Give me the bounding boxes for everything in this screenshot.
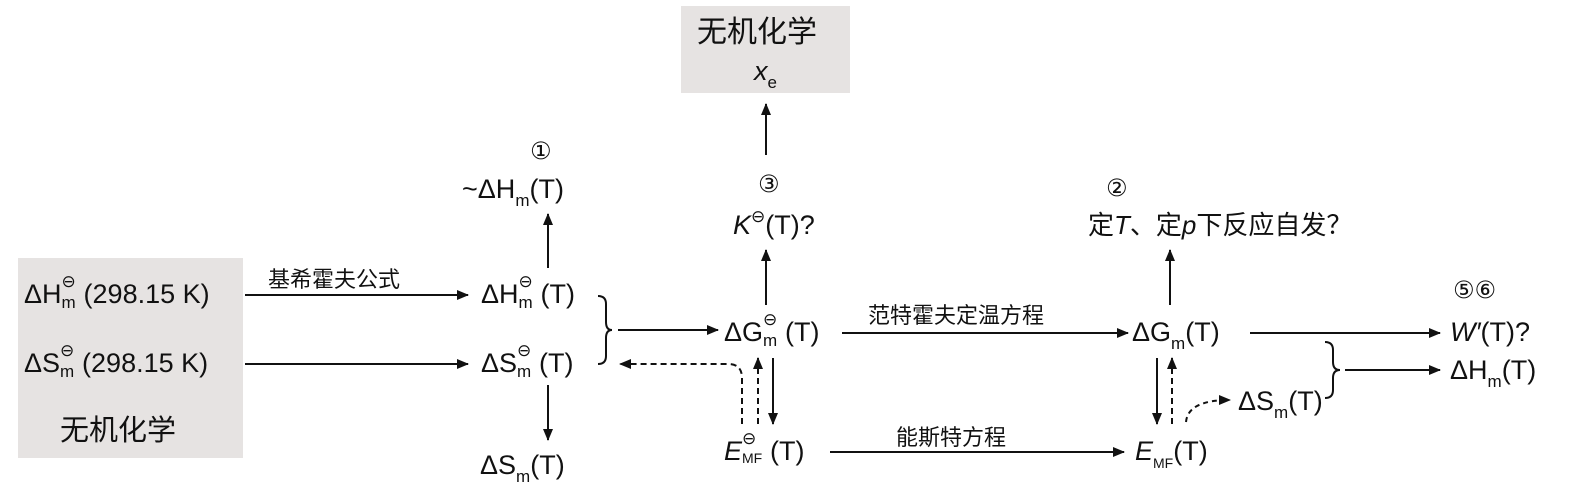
left-box — [18, 258, 243, 458]
circle-5-6: ⑤⑥ — [1453, 276, 1497, 304]
h-T-right-node: ΔHm(T) — [1450, 355, 1537, 391]
kirchhoff-label: 基希霍夫公式 — [268, 268, 401, 293]
s-T-bottom-node: ΔSm(T) — [480, 450, 565, 486]
circle-1: ① — [530, 137, 552, 165]
spontaneous-node: 定T、定p下反应自发？ — [1088, 210, 1353, 241]
g-T-node: ΔGm(T) — [1132, 317, 1220, 353]
s-T-mid-node: ΔSm(T) — [1238, 386, 1323, 422]
left-box-caption: 无机化学 — [60, 413, 177, 447]
arrow-dashed-to-s — [1185, 395, 1231, 423]
k-std-node: K⊖(T)? — [733, 207, 815, 240]
g-std-T-node: ΔG⊖m(T) — [724, 310, 820, 350]
brace-right — [1324, 341, 1341, 399]
top-box-xe: xe — [754, 56, 777, 92]
left-box-s-std: ΔS⊖m(298.15 K) — [24, 341, 209, 381]
s-std-T-node: ΔS⊖m(T) — [481, 341, 574, 381]
top-box — [681, 6, 850, 93]
e-std-T-node: E⊖MF(T) — [724, 429, 805, 466]
nernst-label: 能斯特方程 — [896, 426, 1007, 451]
brace-left — [597, 295, 613, 365]
approx-h-node: ~ΔHm(T) — [462, 174, 564, 210]
top-box-title: 无机化学 — [697, 15, 817, 50]
h-std-T-node: ΔH⊖m(T) — [481, 272, 576, 312]
e-T-node: EMF(T) — [1135, 436, 1208, 471]
left-box-h-std: ΔH⊖m(298.15 K) — [24, 272, 210, 312]
vant-hoff-label: 范特霍夫定温方程 — [868, 304, 1045, 329]
circle-2: ② — [1106, 174, 1128, 202]
circle-3: ③ — [758, 170, 780, 198]
w-T-node: W′(T)? — [1450, 317, 1531, 347]
arrow-dashed-to-s-std — [619, 359, 743, 424]
